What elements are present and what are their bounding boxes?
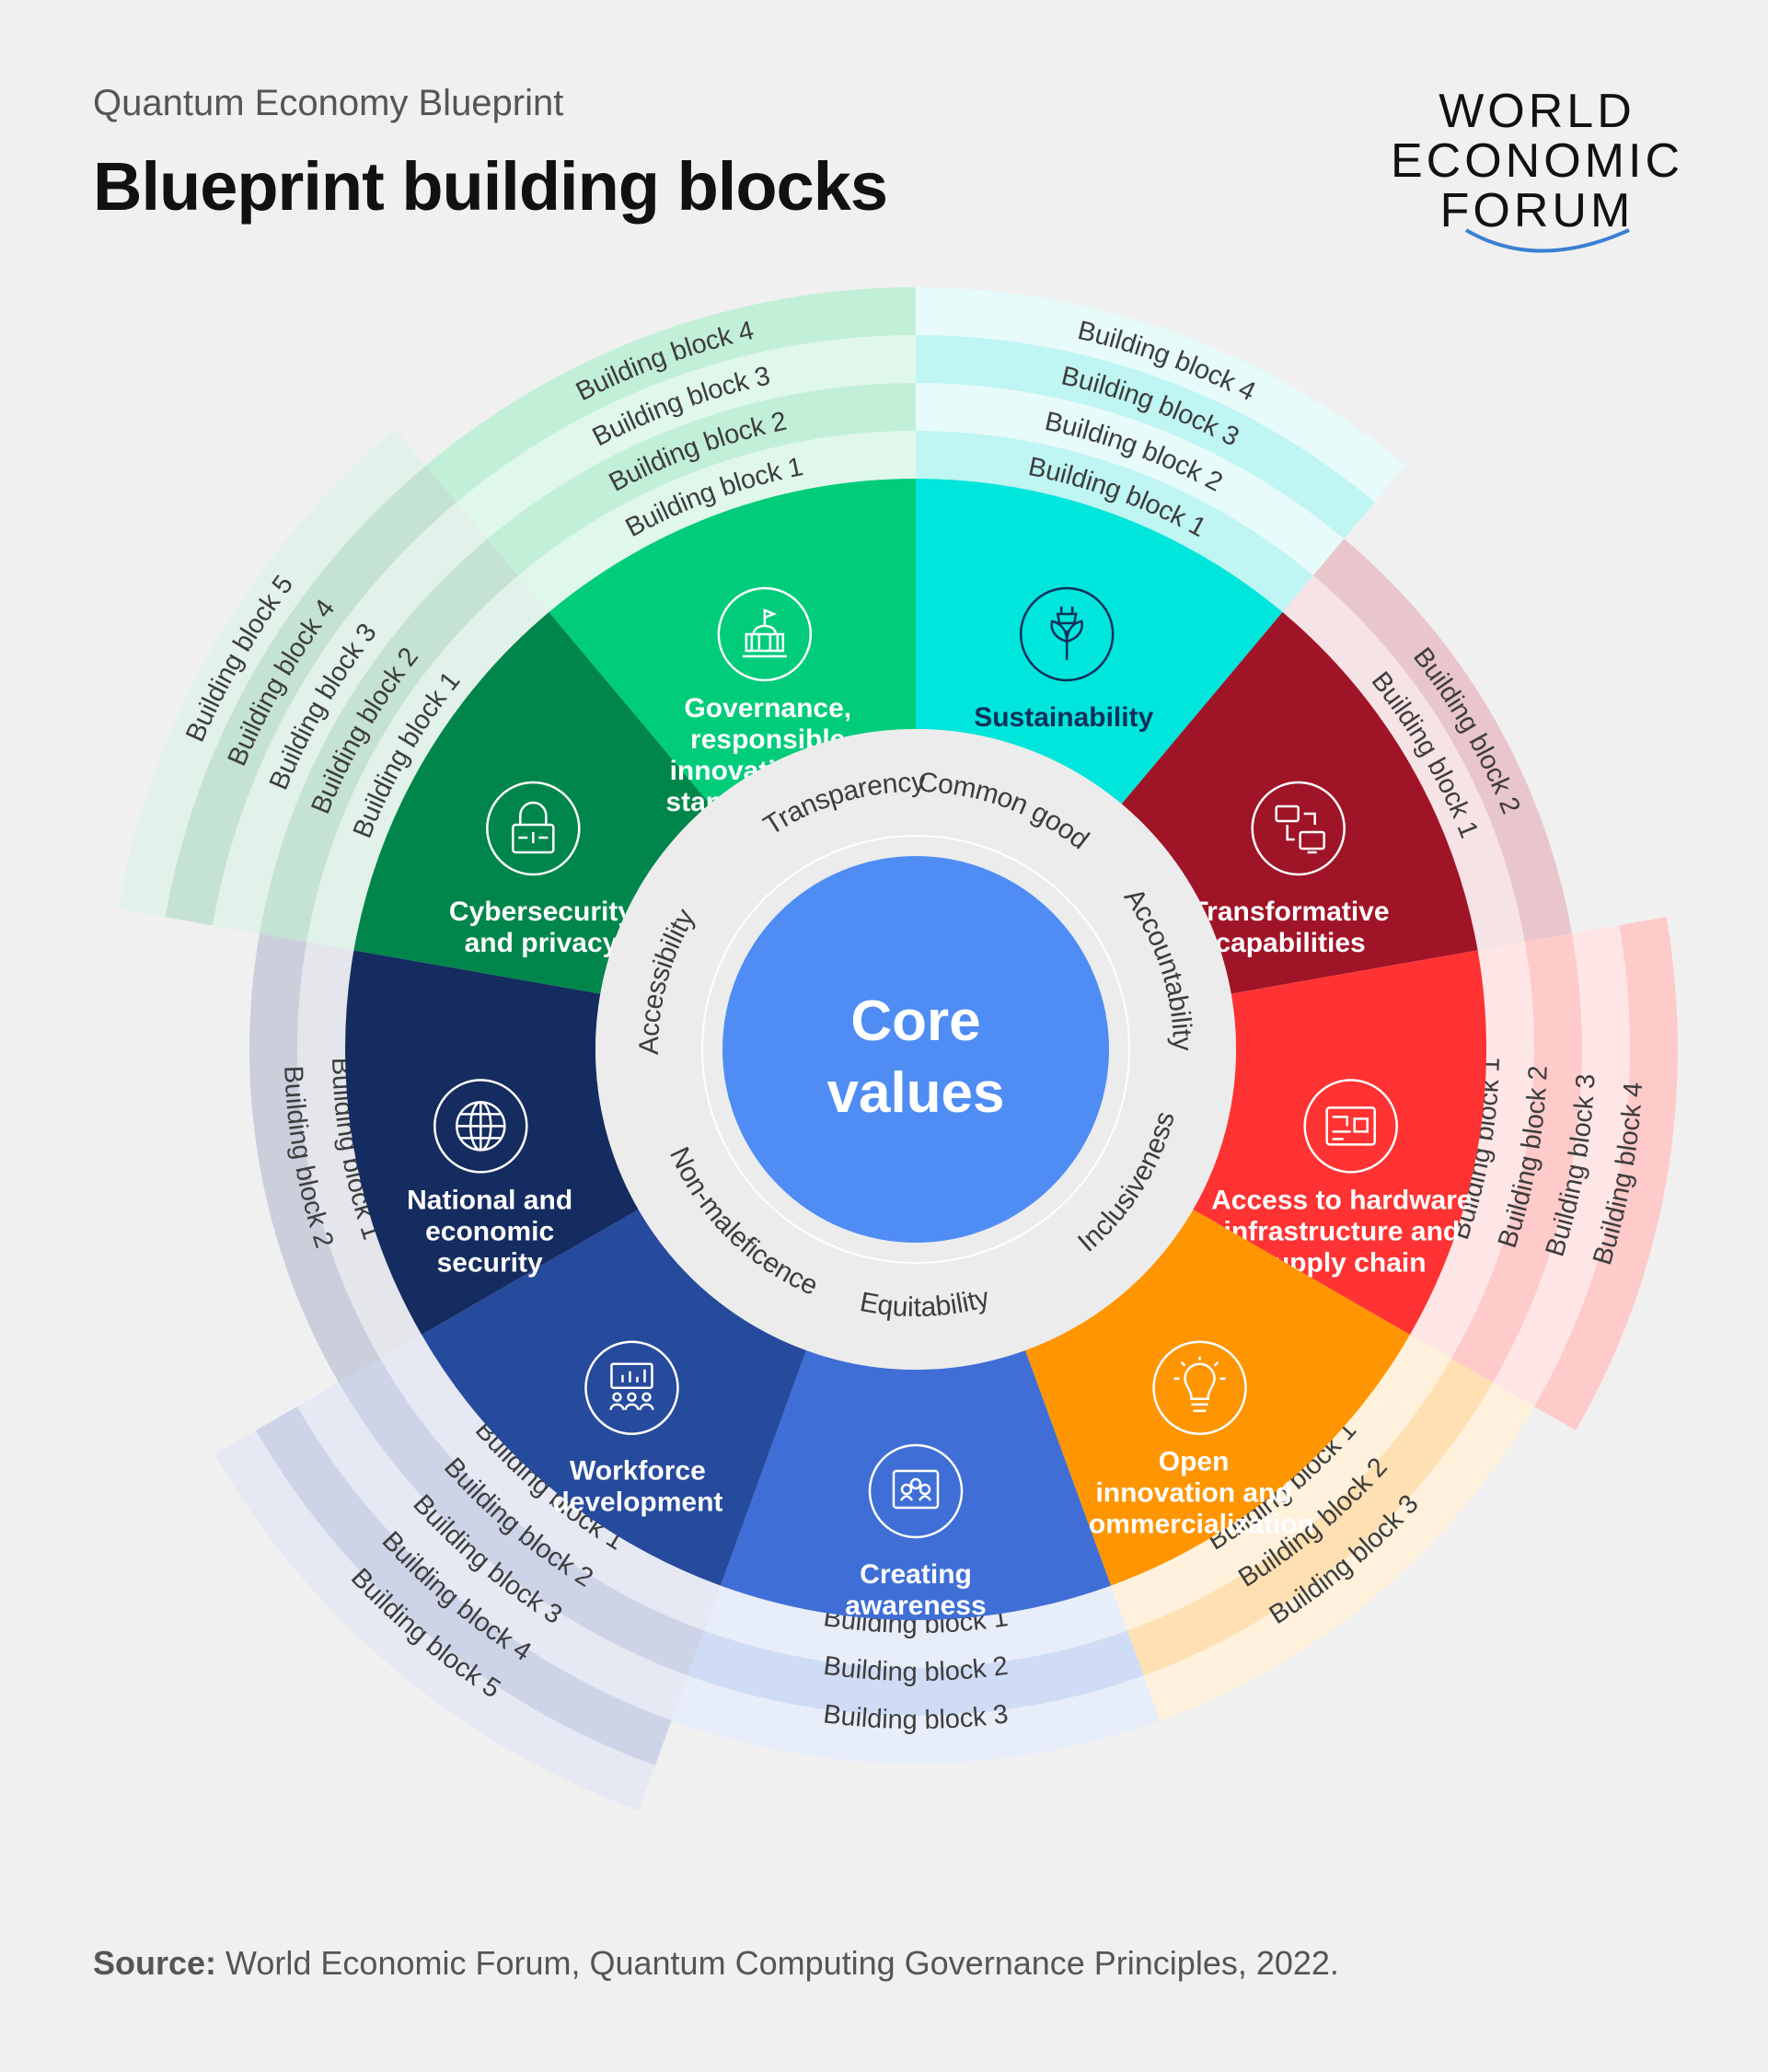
- building-block-band[interactable]: [212, 502, 488, 934]
- building-block-band[interactable]: [1450, 933, 1583, 1383]
- building-block-band[interactable]: [255, 1406, 672, 1766]
- building-block-band[interactable]: [487, 383, 916, 576]
- capitol-building-icon: [717, 586, 813, 682]
- building-block-band[interactable]: [259, 538, 519, 943]
- computer-network-icon: [1251, 781, 1346, 876]
- core-label-line-2: values: [826, 1061, 1004, 1125]
- sector-wedge[interactable]: [1193, 950, 1486, 1335]
- building-block-band[interactable]: [1409, 942, 1534, 1359]
- building-block-band[interactable]: [248, 933, 381, 1383]
- building-block-band[interactable]: [688, 1630, 1144, 1716]
- core-circle: [722, 856, 1109, 1243]
- building-block-band[interactable]: [338, 1359, 705, 1676]
- building-block-band[interactable]: [916, 335, 1375, 539]
- core-label-line-1: Core: [850, 990, 980, 1053]
- source-text: World Economic Forum, Quantum Computing …: [216, 1944, 1339, 1982]
- circuit-board-icon: [1303, 1079, 1398, 1174]
- sector-wedge[interactable]: [720, 1350, 1112, 1620]
- building-block-band[interactable]: [380, 1335, 721, 1631]
- building-block-band[interactable]: [916, 431, 1313, 613]
- logo-line-2: ECONOMIC: [1391, 134, 1683, 188]
- building-block-band[interactable]: [214, 1430, 655, 1811]
- wef-logo: WORLD ECONOMIC FORUM: [1391, 85, 1683, 253]
- logo-ring-arc: [1464, 228, 1630, 253]
- sector-wedge[interactable]: [345, 950, 639, 1335]
- lightbulb-icon: [1152, 1340, 1247, 1435]
- subtitle: Quantum Economy Blueprint: [93, 83, 564, 123]
- presentation-icon: [584, 1340, 679, 1435]
- sector-label: Sustainability: [974, 702, 1153, 733]
- building-block-band[interactable]: [1493, 925, 1630, 1406]
- building-block-band[interactable]: [456, 335, 916, 539]
- source-label: Source:: [93, 1944, 217, 1982]
- sector-wedge[interactable]: [1121, 612, 1478, 994]
- globe-icon: [433, 1079, 528, 1174]
- sector-wedge[interactable]: [549, 479, 916, 804]
- building-block-band[interactable]: [916, 287, 1406, 503]
- building-block-band[interactable]: [518, 431, 916, 613]
- sector-wedge[interactable]: [916, 479, 1283, 804]
- building-block-band[interactable]: [306, 575, 549, 951]
- building-block-band[interactable]: [704, 1585, 1127, 1668]
- sector-wedge[interactable]: [1025, 1210, 1410, 1586]
- building-block-band[interactable]: [1111, 1335, 1451, 1631]
- building-block-band[interactable]: [296, 942, 422, 1359]
- building-block-band[interactable]: [425, 287, 916, 503]
- building-block-band[interactable]: [1312, 538, 1573, 943]
- plant-plug-icon: [1019, 586, 1115, 682]
- building-block-band[interactable]: [1143, 1383, 1535, 1721]
- building-block-band[interactable]: [916, 383, 1345, 576]
- logo-line-1: WORLD: [1439, 85, 1635, 138]
- building-block-band[interactable]: [1282, 575, 1525, 951]
- building-block-band[interactable]: [165, 465, 457, 926]
- source-note: Source: World Economic Forum, Quantum Co…: [93, 1944, 1339, 1983]
- building-block-band[interactable]: [671, 1675, 1161, 1764]
- building-block-band[interactable]: [1127, 1359, 1494, 1676]
- logo-line-3: FORUM: [1440, 184, 1635, 237]
- page-title: Blueprint building blocks: [93, 148, 888, 225]
- building-block-band[interactable]: [296, 1383, 688, 1721]
- building-block-band[interactable]: [1534, 917, 1678, 1430]
- audience-icon: [868, 1443, 964, 1539]
- padlock-icon: [486, 781, 581, 876]
- building-block-band[interactable]: [118, 428, 426, 918]
